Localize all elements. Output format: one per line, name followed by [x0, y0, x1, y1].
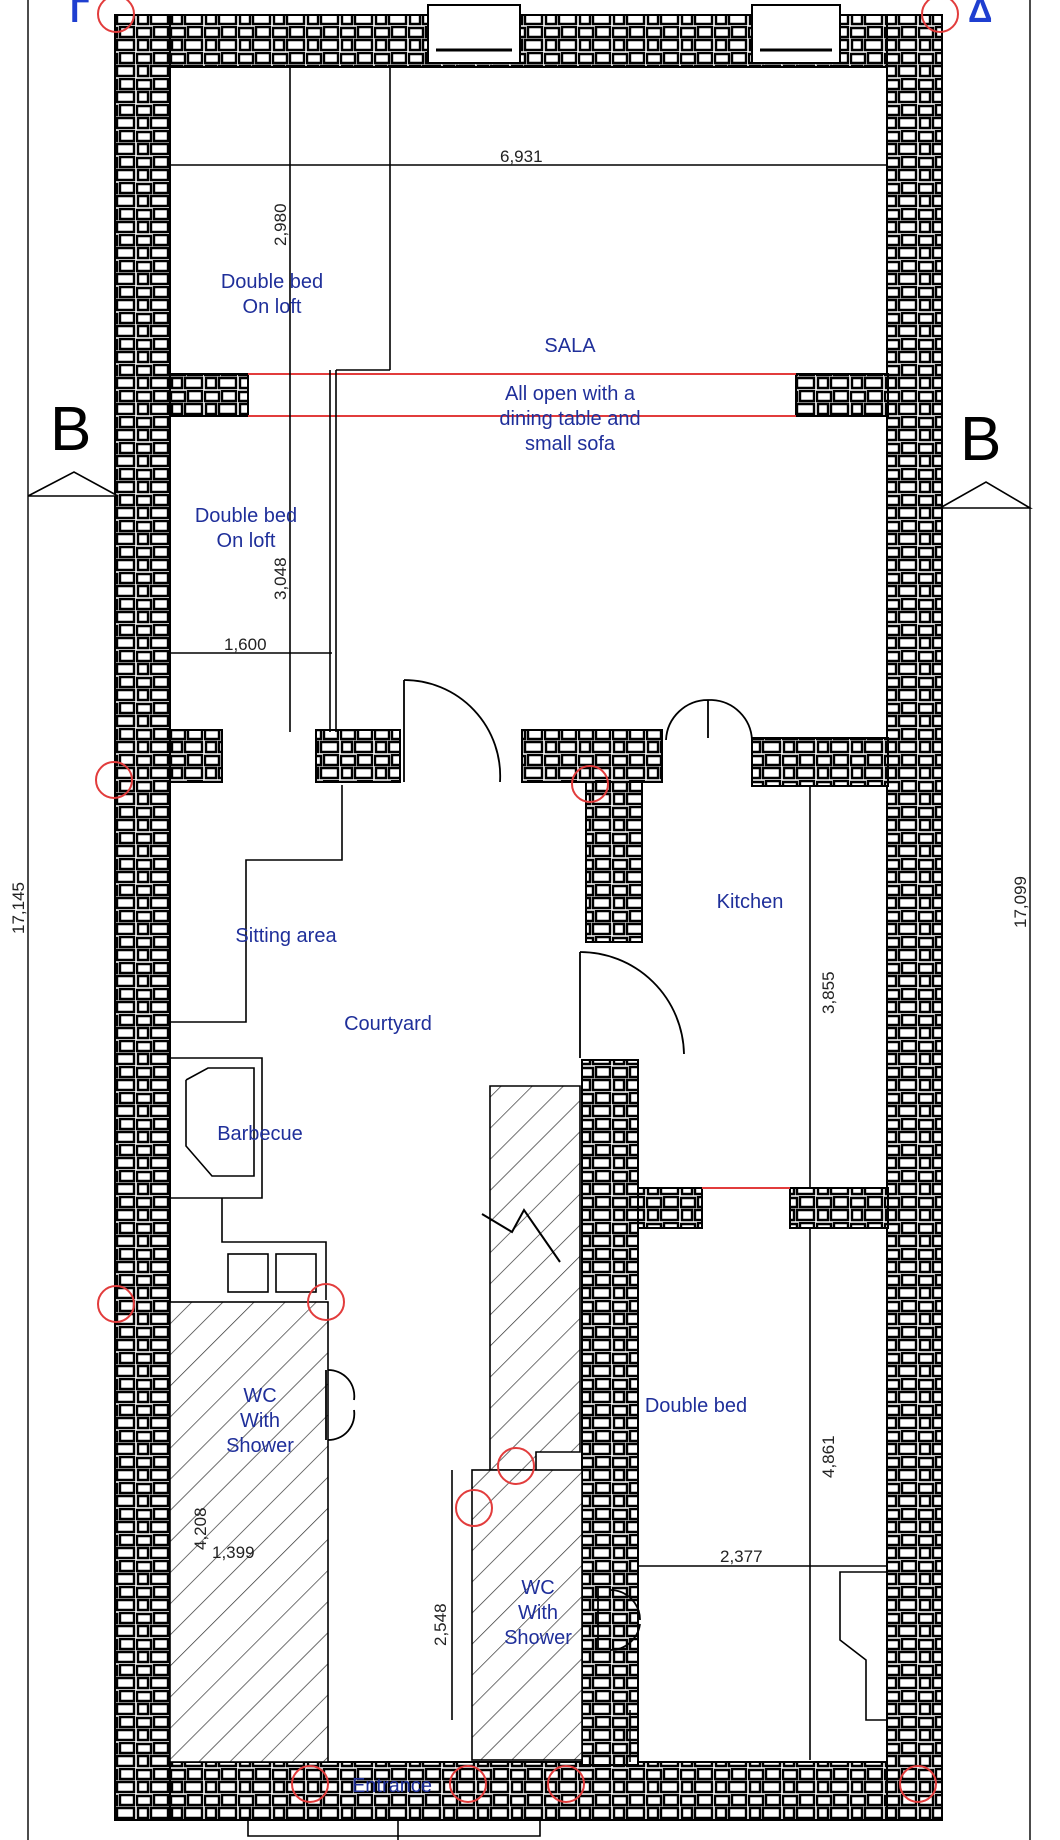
- interior-lines: [170, 67, 887, 1840]
- label-sala: SALA: [544, 335, 596, 357]
- dim-bed-width: 2,377: [720, 1547, 763, 1566]
- label-entrance: Entrance: [352, 1775, 432, 1797]
- label-barbecue: Barbecue: [217, 1123, 303, 1145]
- section-marker-right: B: [960, 405, 1001, 474]
- corner-label-top-left: Г: [70, 0, 89, 30]
- doors: [325, 679, 753, 1651]
- dim-loft2-width: 1,600: [224, 635, 267, 654]
- section-marker-left: B: [50, 395, 91, 464]
- overall-dimension-lines: [27, 0, 1031, 1840]
- dimension-labels: 6,931 2,980 3,048 1,600 17,145 17,099 3,…: [9, 147, 1030, 1646]
- label-double-bed: Double bed: [645, 1395, 747, 1417]
- dim-bed-len: 4,861: [819, 1435, 838, 1478]
- dim-sala-width: 6,931: [500, 147, 543, 166]
- interior-walls: [169, 373, 889, 1766]
- dim-total-left: 17,145: [9, 882, 28, 934]
- opening-lines: [248, 373, 796, 1189]
- top-windows: [427, 4, 841, 64]
- dim-loft1-height: 2,980: [271, 203, 290, 246]
- dim-kitchen-len: 3,855: [819, 971, 838, 1014]
- section-markers: B B: [27, 395, 1033, 509]
- dim-wc-len: 4,208: [191, 1507, 210, 1550]
- hatched-areas: [169, 1085, 583, 1763]
- corner-label-top-right: Δ: [968, 0, 992, 30]
- label-sitting-area: Sitting area: [235, 925, 337, 947]
- dim-corridor: 2,548: [431, 1603, 450, 1646]
- dim-total-right: 17,099: [1011, 876, 1030, 928]
- survey-marks: [95, 0, 959, 1803]
- dim-loft2-height: 3,048: [271, 557, 290, 600]
- dim-wc-width: 1,399: [212, 1543, 255, 1562]
- label-kitchen: Kitchen: [717, 891, 784, 913]
- label-courtyard: Courtyard: [344, 1013, 432, 1035]
- outer-walls: [114, 14, 943, 1821]
